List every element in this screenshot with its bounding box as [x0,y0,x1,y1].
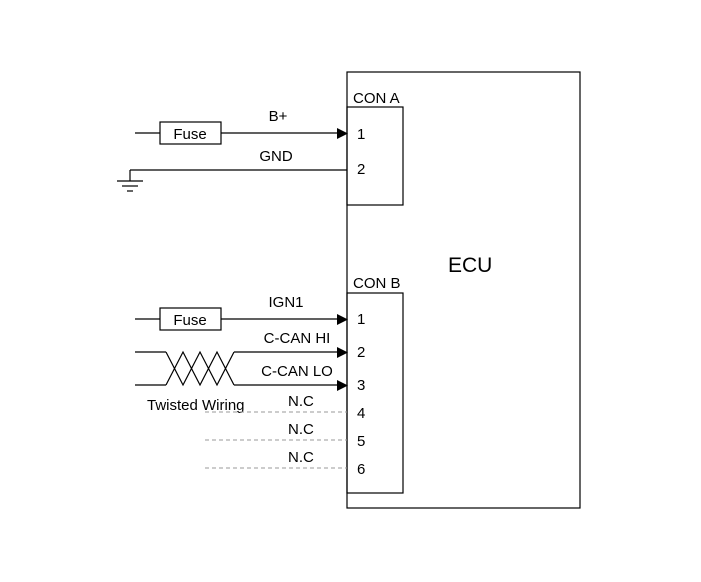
con-b-label: CON B [353,275,401,292]
con-b-pin-5-number: 5 [357,433,365,450]
b-plus-label: B+ [269,108,288,125]
con-b-box [346,292,404,494]
nc-label-pin-5: N.C [288,421,314,438]
nc-label-pin-4: N.C [288,393,314,410]
ground-symbol-icon [117,180,143,192]
nc-label-pin-6: N.C [288,449,314,466]
c-can-hi-label: C-CAN HI [264,330,331,347]
con-a-pin-2-number: 2 [357,161,365,178]
ign1-label: IGN1 [268,294,303,311]
wire-arrowhead-ign1 [337,314,348,325]
ecu-label: ECU [448,254,492,277]
fuse-ign1-label: Fuse [173,312,206,329]
gnd-label: GND [259,148,293,165]
twisted-wiring-label: Twisted Wiring [147,397,245,414]
con-b-pin-6-number: 6 [357,461,365,478]
con-b-pin-1-number: 1 [357,311,365,328]
con-a-pin-1-number: 1 [357,126,365,143]
con-b-pin-2-number: 2 [357,344,365,361]
wire-arrowhead-c-can-lo [337,380,348,391]
twisted-pair-symbol [165,350,235,387]
c-can-lo-label: C-CAN LO [261,363,333,380]
con-a-box [346,106,404,206]
ecu-box [346,71,581,509]
con-b-pin-4-number: 4 [357,405,365,422]
wire-arrowhead-b-plus [337,128,348,139]
wire-arrowhead-c-can-hi [337,347,348,358]
con-a-label: CON A [353,90,400,107]
fuse-b-plus-label: Fuse [173,126,206,143]
con-b-pin-3-number: 3 [357,377,365,394]
